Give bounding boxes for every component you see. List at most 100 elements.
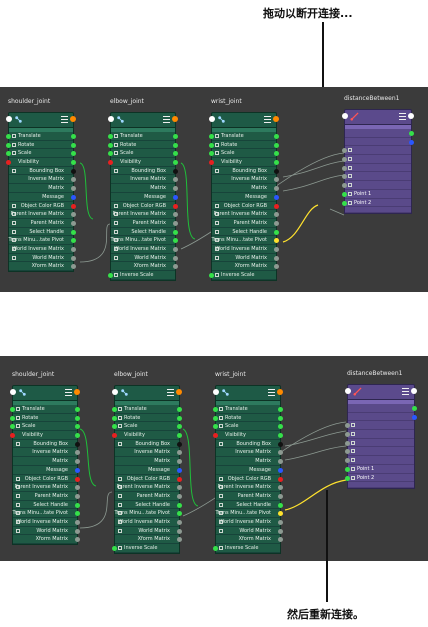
input-port[interactable] [342,148,347,154]
output-port[interactable] [177,441,182,447]
attribute-row-message[interactable]: Message [216,466,283,475]
expand-box-icon[interactable] [118,476,122,481]
expand-box-icon[interactable] [348,148,352,153]
input-port[interactable] [108,273,113,278]
output-port[interactable] [278,459,283,465]
node-menu-icon[interactable] [402,388,409,395]
output-port[interactable] [177,537,182,543]
expand-box-icon[interactable] [12,238,16,243]
expand-box-icon[interactable] [118,519,122,524]
attribute-row-object-color-rgb[interactable]: Object Color RGB [212,202,279,211]
output-port[interactable] [177,519,182,525]
expand-box-icon[interactable] [219,424,223,429]
node-menu-icon[interactable] [264,116,271,123]
attribute-row-scale[interactable]: Scale [10,422,80,432]
expand-box-icon[interactable] [219,415,223,420]
distance-attribute-row[interactable] [342,155,411,164]
input-port[interactable] [213,424,218,430]
attribute-row-parent-matrix[interactable]: Parent Matrix [212,219,279,228]
expand-box-icon[interactable] [215,238,219,243]
node-menu-icon[interactable] [163,116,170,123]
output-port[interactable] [173,194,178,200]
expand-box-icon[interactable] [215,151,219,156]
output-port[interactable] [274,151,279,157]
expand-box-icon[interactable] [114,238,118,243]
output-port[interactable] [173,238,178,244]
distance-attribute-row[interactable] [345,439,414,448]
expand-box-icon[interactable] [114,273,118,277]
expand-box-icon[interactable] [16,493,20,498]
output-port[interactable] [177,476,182,482]
output-port[interactable] [71,194,76,200]
output-port[interactable] [274,186,279,192]
expand-box-icon[interactable] [348,157,352,162]
expand-box-icon[interactable] [215,255,219,260]
attribute-row-bounding-box[interactable]: Bounding Box [111,167,178,176]
input-port[interactable] [108,151,113,157]
output-port[interactable] [274,212,279,218]
input-port[interactable] [345,449,350,455]
attribute-row-world-inverse-matrix[interactable]: World Inverse Matrix [216,518,283,527]
output-port[interactable] [75,450,80,456]
attribute-row-trans-minu-tate-pivot[interactable]: Trans Minu...tate Pivot [12,509,80,518]
attribute-row-xform-matrix[interactable]: Xform Matrix [13,535,80,544]
input-port[interactable] [209,134,214,139]
input-connector-dot[interactable] [342,113,348,119]
output-port[interactable] [274,264,279,270]
attribute-row-select-handle[interactable]: Select Handle [111,228,178,237]
output-connector-dot[interactable] [176,389,182,395]
attribute-row-object-color-rgb[interactable]: Object Color RGB [13,475,80,484]
output-port[interactable] [173,134,178,139]
output-port[interactable] [71,160,76,166]
attribute-row-rotate[interactable]: Rotate [112,414,182,423]
attribute-row-inverse-scale[interactable]: Inverse Scale [213,544,280,553]
attribute-row-world-matrix[interactable]: World Matrix [212,254,279,263]
output-port[interactable] [75,502,80,508]
output-port[interactable] [278,493,283,499]
expand-box-icon[interactable] [219,476,223,481]
node-menu-icon[interactable] [399,113,406,120]
attribute-row-translate[interactable]: Translate [108,132,178,141]
output-port[interactable] [71,186,76,192]
output-port[interactable] [75,424,80,430]
input-port[interactable] [108,160,113,166]
expand-box-icon[interactable] [348,165,352,170]
output-port[interactable] [274,168,279,174]
input-port[interactable] [342,174,347,180]
attribute-row-world-matrix[interactable]: World Matrix [13,527,80,536]
expand-box-icon[interactable] [16,424,20,429]
distance-attribute-row[interactable] [345,421,414,431]
output-port[interactable] [173,212,178,218]
attribute-row-bounding-box[interactable]: Bounding Box [13,440,80,449]
output-port[interactable] [274,246,279,252]
expand-box-icon[interactable] [219,528,223,533]
output-port[interactable] [71,168,76,174]
input-port[interactable] [6,151,11,157]
attribute-row-matrix[interactable]: Matrix [216,457,283,466]
input-connector-dot[interactable] [345,388,351,394]
expand-box-icon[interactable] [219,407,223,411]
output-port[interactable] [177,433,182,439]
input-port[interactable] [112,407,117,412]
output-port[interactable] [278,407,283,412]
output-port[interactable] [177,511,182,517]
output-port[interactable] [278,511,283,517]
expand-box-icon[interactable] [215,229,219,234]
attribute-row-translate[interactable]: Translate [112,405,182,414]
input-port[interactable] [345,440,350,446]
output-port[interactable] [173,151,178,157]
input-port[interactable] [342,157,347,163]
output-port[interactable] [75,441,80,447]
output-port[interactable] [274,160,279,166]
expand-box-icon[interactable] [114,246,118,251]
expand-box-icon[interactable] [215,246,219,251]
expand-box-icon[interactable] [114,142,118,147]
output-port[interactable] [75,476,80,482]
joint-node-header[interactable] [108,112,178,128]
input-port[interactable] [6,142,11,148]
expand-box-icon[interactable] [215,142,219,147]
